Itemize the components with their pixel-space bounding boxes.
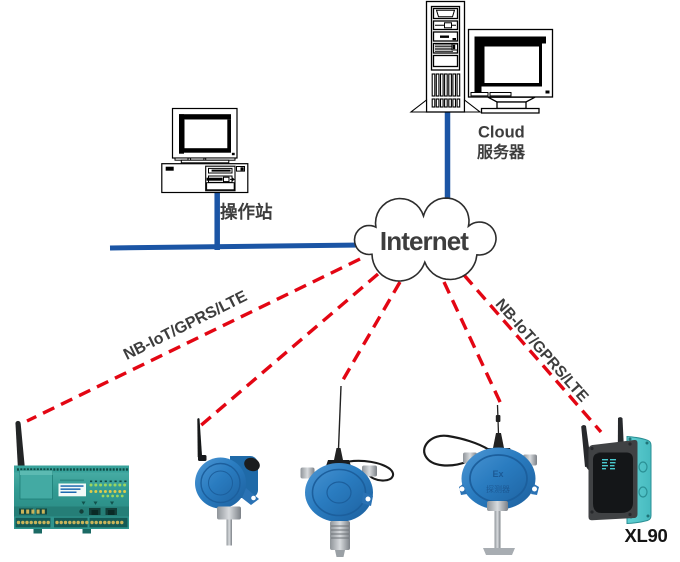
svg-text:XL90: XL90 <box>624 525 667 546</box>
svg-text:探测器: 探测器 <box>486 484 510 494</box>
svg-text:NB-IoT/GPRS/LTE: NB-IoT/GPRS/LTE <box>121 288 250 364</box>
svg-text:NB-IoT/GPRS/LTE: NB-IoT/GPRS/LTE <box>492 296 592 406</box>
svg-text:Cloud: Cloud <box>478 124 525 142</box>
svg-text:Internet: Internet <box>380 226 469 256</box>
svg-text:Ex: Ex <box>492 469 503 479</box>
svg-text:操作站: 操作站 <box>220 202 273 222</box>
svg-text:服务器: 服务器 <box>477 143 526 162</box>
